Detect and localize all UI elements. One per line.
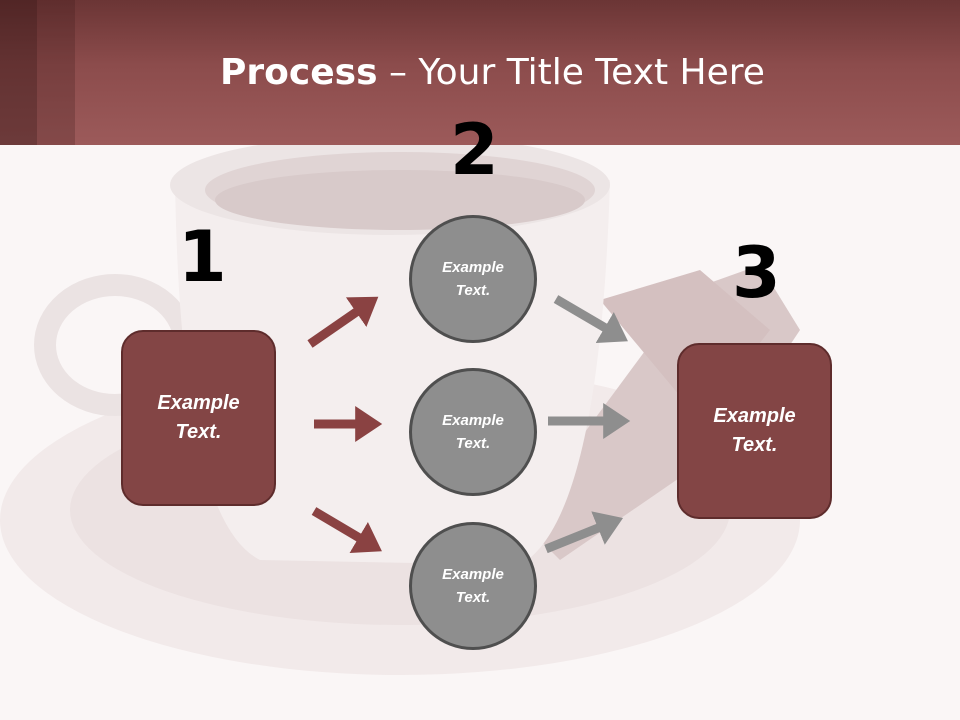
circle-top-line2: Text. — [455, 282, 491, 299]
box-left-line2: Text. — [175, 421, 222, 443]
arrow-gray-up — [544, 511, 624, 554]
circle-bottom-line1: Example — [442, 566, 504, 583]
circle-bottom-line2: Text. — [455, 589, 491, 606]
box-right-line1: Example — [713, 405, 796, 427]
box-left-line1: Example — [157, 392, 240, 414]
arrow-right-down — [311, 507, 382, 553]
circle-middle-line1: Example — [442, 412, 504, 429]
title-bar: Process – Your Title Text Here — [0, 0, 960, 145]
page-title[interactable]: Process – Your Title Text Here — [0, 52, 960, 93]
step-number-1: 1 — [178, 216, 227, 298]
step-number-3: 3 — [732, 232, 781, 314]
title-rest: – Your Title Text Here — [377, 52, 765, 93]
circle-middle-line2: Text. — [455, 435, 491, 452]
title-bold: Process — [220, 52, 378, 93]
circle-top-line1: Example — [442, 259, 504, 276]
step-number-2: 2 — [450, 109, 499, 191]
arrow-right-up — [307, 296, 379, 348]
header-accent-band — [0, 0, 37, 145]
arrow-gray-down — [553, 295, 628, 344]
header-accent-band-2 — [37, 0, 75, 145]
box-right-line2: Text. — [731, 434, 778, 456]
